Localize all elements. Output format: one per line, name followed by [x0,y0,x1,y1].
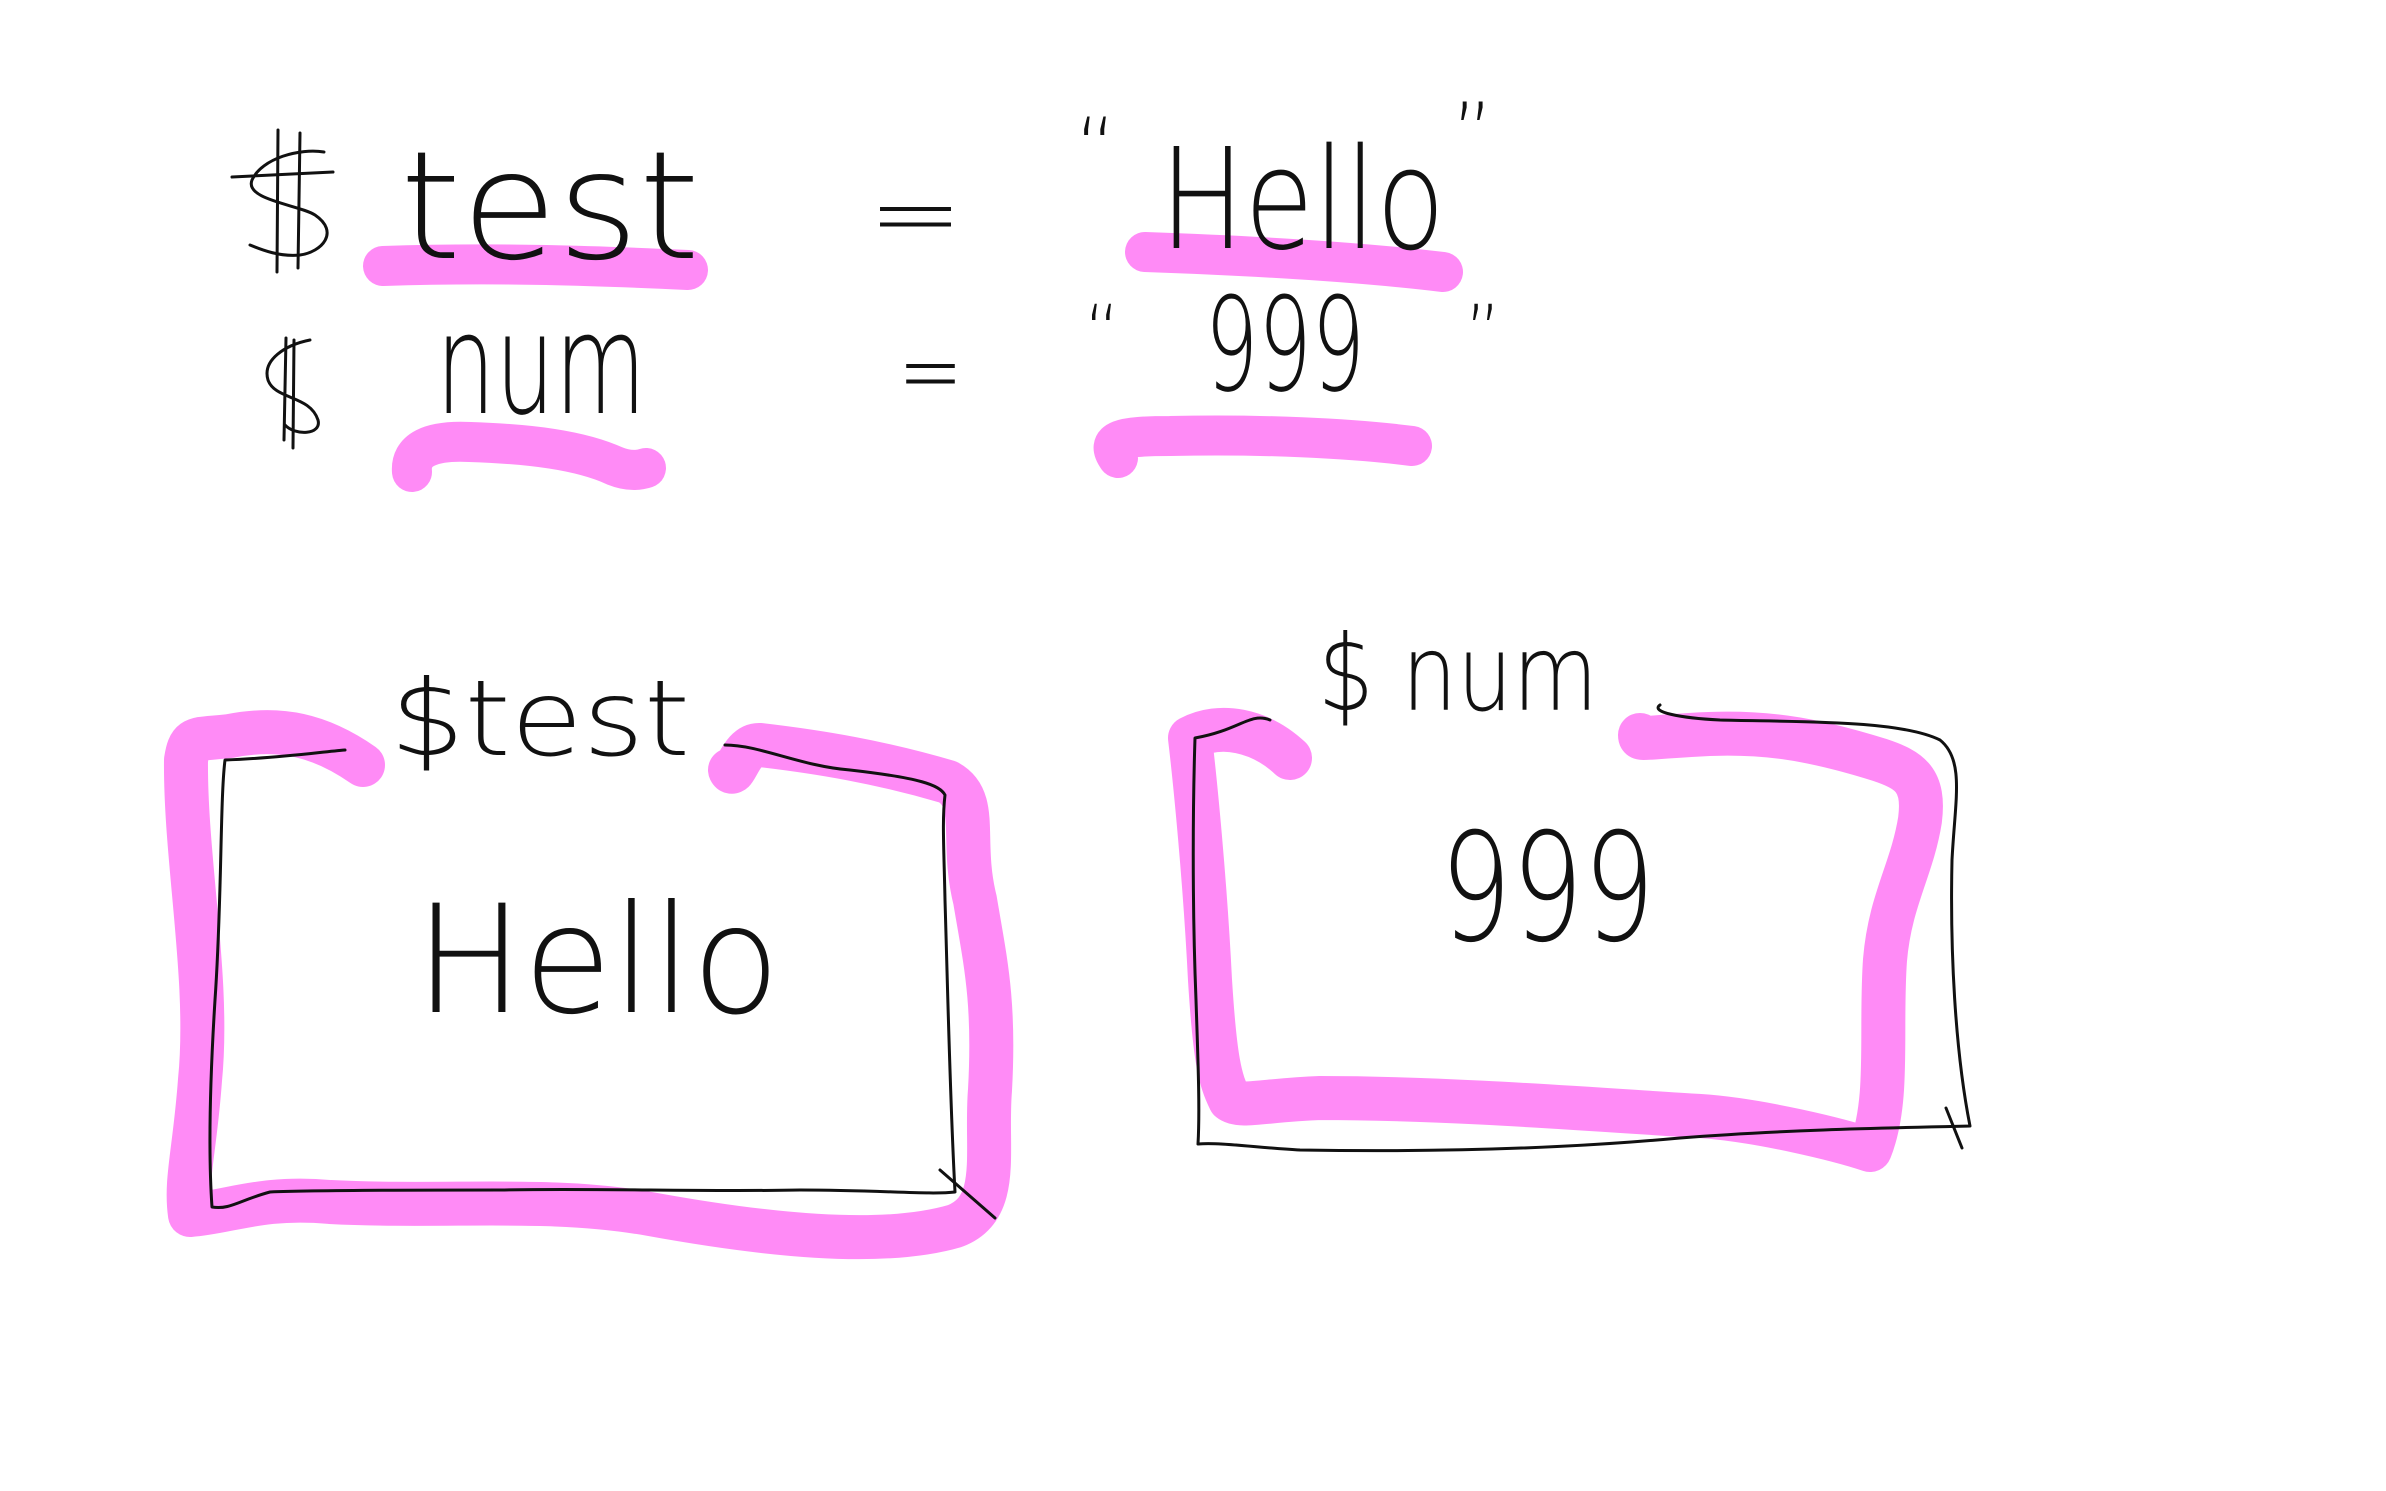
open-quote-2: “ [1084,290,1120,372]
open-quote-1: “ [1075,101,1116,194]
memory-box-test: $test Hello [208,658,997,1220]
string-value-999: 999 [1205,269,1365,421]
highlight-under-test [363,244,708,290]
highlight-box-num [1168,707,1943,1172]
highlight-under-999 [1093,415,1432,478]
dollar-sigil-2 [265,336,320,450]
memory-box-num: $ num 999 [1191,613,1972,1153]
string-value-hello: Hello [1160,119,1445,282]
close-quote-1: ” [1452,86,1493,179]
close-quote-2: ” [1465,290,1501,372]
highlight-box-test [163,710,1014,1260]
box-outline-test [208,743,957,1210]
dollar-sigil-1 [230,128,335,274]
box-label-num: $ num [1318,613,1598,735]
statement-num: num = “ 999 ” [265,269,1501,450]
highlight-under-num [391,421,666,492]
variable-name-test: test [400,120,700,294]
box-value-hello: Hello [415,874,780,1048]
highlight-strokes [163,232,1943,1260]
variable-name-num: num [436,284,646,447]
assign-operator-2: = [898,312,963,429]
highlight-under-hello [1125,232,1463,292]
statement-test: test = “ Hello ” [230,86,1493,294]
box-outline-num [1191,703,1972,1153]
box-label-test: $test [390,658,690,780]
assign-operator-1: = [868,155,963,272]
box-value-999: 999 [1440,802,1655,976]
